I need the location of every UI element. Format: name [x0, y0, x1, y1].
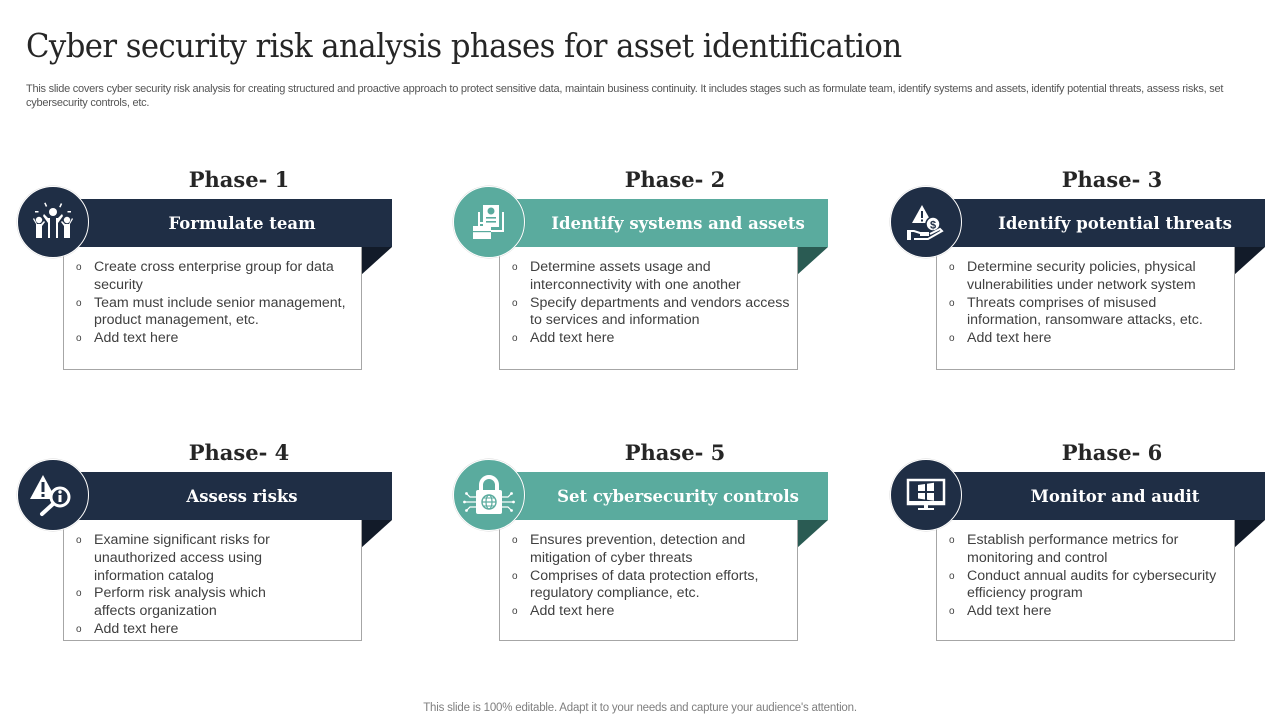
phase-content-box: Determine assets usage and interconnecti…: [499, 247, 798, 370]
svg-text:$: $: [930, 220, 936, 232]
phase-content-box: Create cross enterprise group for data s…: [63, 247, 362, 370]
phase-icon-circle: [453, 459, 525, 531]
phase-icon-circle: [17, 186, 89, 258]
bullet-item: Add text here: [949, 603, 1230, 621]
phase-card-6: Phase- 6 Monitor and audit Establish per…: [890, 440, 1270, 650]
phase-content-box: Examine significant risks for unauthoriz…: [63, 520, 362, 641]
bullet-list: Establish performance metrics for monito…: [949, 532, 1230, 621]
phase-label: Phase- 5: [624, 440, 726, 465]
slide-title: Cyber security risk analysis phases for …: [26, 26, 902, 65]
phase-title-banner: Set cybersecurity controls: [506, 472, 828, 520]
phase-title-banner: Identify systems and assets: [506, 199, 828, 247]
bullet-item: Comprises of data protection efforts, re…: [512, 568, 793, 604]
phase-label: Phase- 3: [1061, 167, 1163, 192]
bullet-item: Establish performance metrics for monito…: [949, 532, 1230, 568]
bullet-list: Create cross enterprise group for data s…: [76, 259, 357, 348]
phase-title-banner: Identify potential threats: [943, 199, 1265, 247]
assets-document-briefcase-icon: [469, 202, 509, 242]
warning-magnifier-info-icon: [29, 473, 77, 517]
phase-icon-circle: [17, 459, 89, 531]
phase-label: Phase- 6: [1061, 440, 1163, 465]
phase-icon-circle: [890, 459, 962, 531]
phase-card-5: Phase- 5 Set cybersecurity controls Ensu…: [453, 440, 833, 650]
phase-label: Phase- 4: [188, 440, 290, 465]
banner-fold: [1234, 520, 1265, 548]
phase-content-box: Determine security policies, physical vu…: [936, 247, 1235, 370]
phase-card-4: Phase- 4 Assess risks Examine significan…: [17, 440, 397, 650]
bullet-item: Determine security policies, physical vu…: [949, 259, 1230, 295]
banner-fold: [361, 520, 392, 548]
bullet-item: Add text here: [76, 621, 357, 639]
team-celebrate-icon: [30, 202, 76, 242]
banner-fold: [1234, 247, 1265, 275]
phase-icon-circle: $: [890, 186, 962, 258]
monitor-windows-icon: [906, 478, 946, 512]
phase-title-banner: Assess risks: [70, 472, 392, 520]
bullet-item: Add text here: [76, 330, 357, 348]
phase-card-1: Phase- 1 Formulate team Create cross ent…: [17, 167, 397, 377]
bullet-item: Ensures prevention, detection and mitiga…: [512, 532, 793, 568]
bullet-list: Determine assets usage and interconnecti…: [512, 259, 793, 348]
phase-title-banner: Monitor and audit: [943, 472, 1265, 520]
bullet-list: Determine security policies, physical vu…: [949, 259, 1230, 348]
bullet-item: Specify departments and vendors access t…: [512, 295, 793, 331]
slide-subtitle: This slide covers cyber security risk an…: [26, 83, 1224, 109]
bullet-item: Threats comprises of misused information…: [949, 295, 1230, 331]
bullet-list: Examine significant risks for unauthoriz…: [76, 532, 357, 639]
banner-fold: [797, 247, 828, 275]
bullet-item: Determine assets usage and interconnecti…: [512, 259, 793, 295]
phase-label: Phase- 1: [188, 167, 290, 192]
banner-fold: [797, 520, 828, 548]
bullet-item: Conduct annual audits for cybersecurity …: [949, 568, 1230, 604]
phase-icon-circle: [453, 186, 525, 258]
bullet-item: Add text here: [512, 330, 793, 348]
phase-card-3: Phase- 3 Identify potential threats Dete…: [890, 167, 1270, 377]
banner-fold: [361, 247, 392, 275]
bullet-item: Add text here: [512, 603, 793, 621]
bullet-list: Ensures prevention, detection and mitiga…: [512, 532, 793, 621]
bullet-item: Add text here: [949, 330, 1230, 348]
phase-title-banner: Formulate team: [70, 199, 392, 247]
bullet-item: Examine significant risks for unauthoriz…: [76, 532, 357, 585]
phase-label: Phase- 2: [624, 167, 726, 192]
bullet-item: Perform risk analysis which affects orga…: [76, 585, 357, 621]
phase-content-box: Establish performance metrics for monito…: [936, 520, 1235, 641]
phase-card-2: Phase- 2 Identify systems and assets Det…: [453, 167, 833, 377]
phase-content-box: Ensures prevention, detection and mitiga…: [499, 520, 798, 641]
bullet-item: Create cross enterprise group for data s…: [76, 259, 357, 295]
bullet-item: Team must include senior management, pro…: [76, 295, 357, 331]
padlock-globe-circuit-icon: [462, 473, 516, 517]
hand-warning-dollar-icon: $: [906, 203, 946, 241]
slide-footer: This slide is 100% editable. Adapt it to…: [423, 702, 857, 714]
